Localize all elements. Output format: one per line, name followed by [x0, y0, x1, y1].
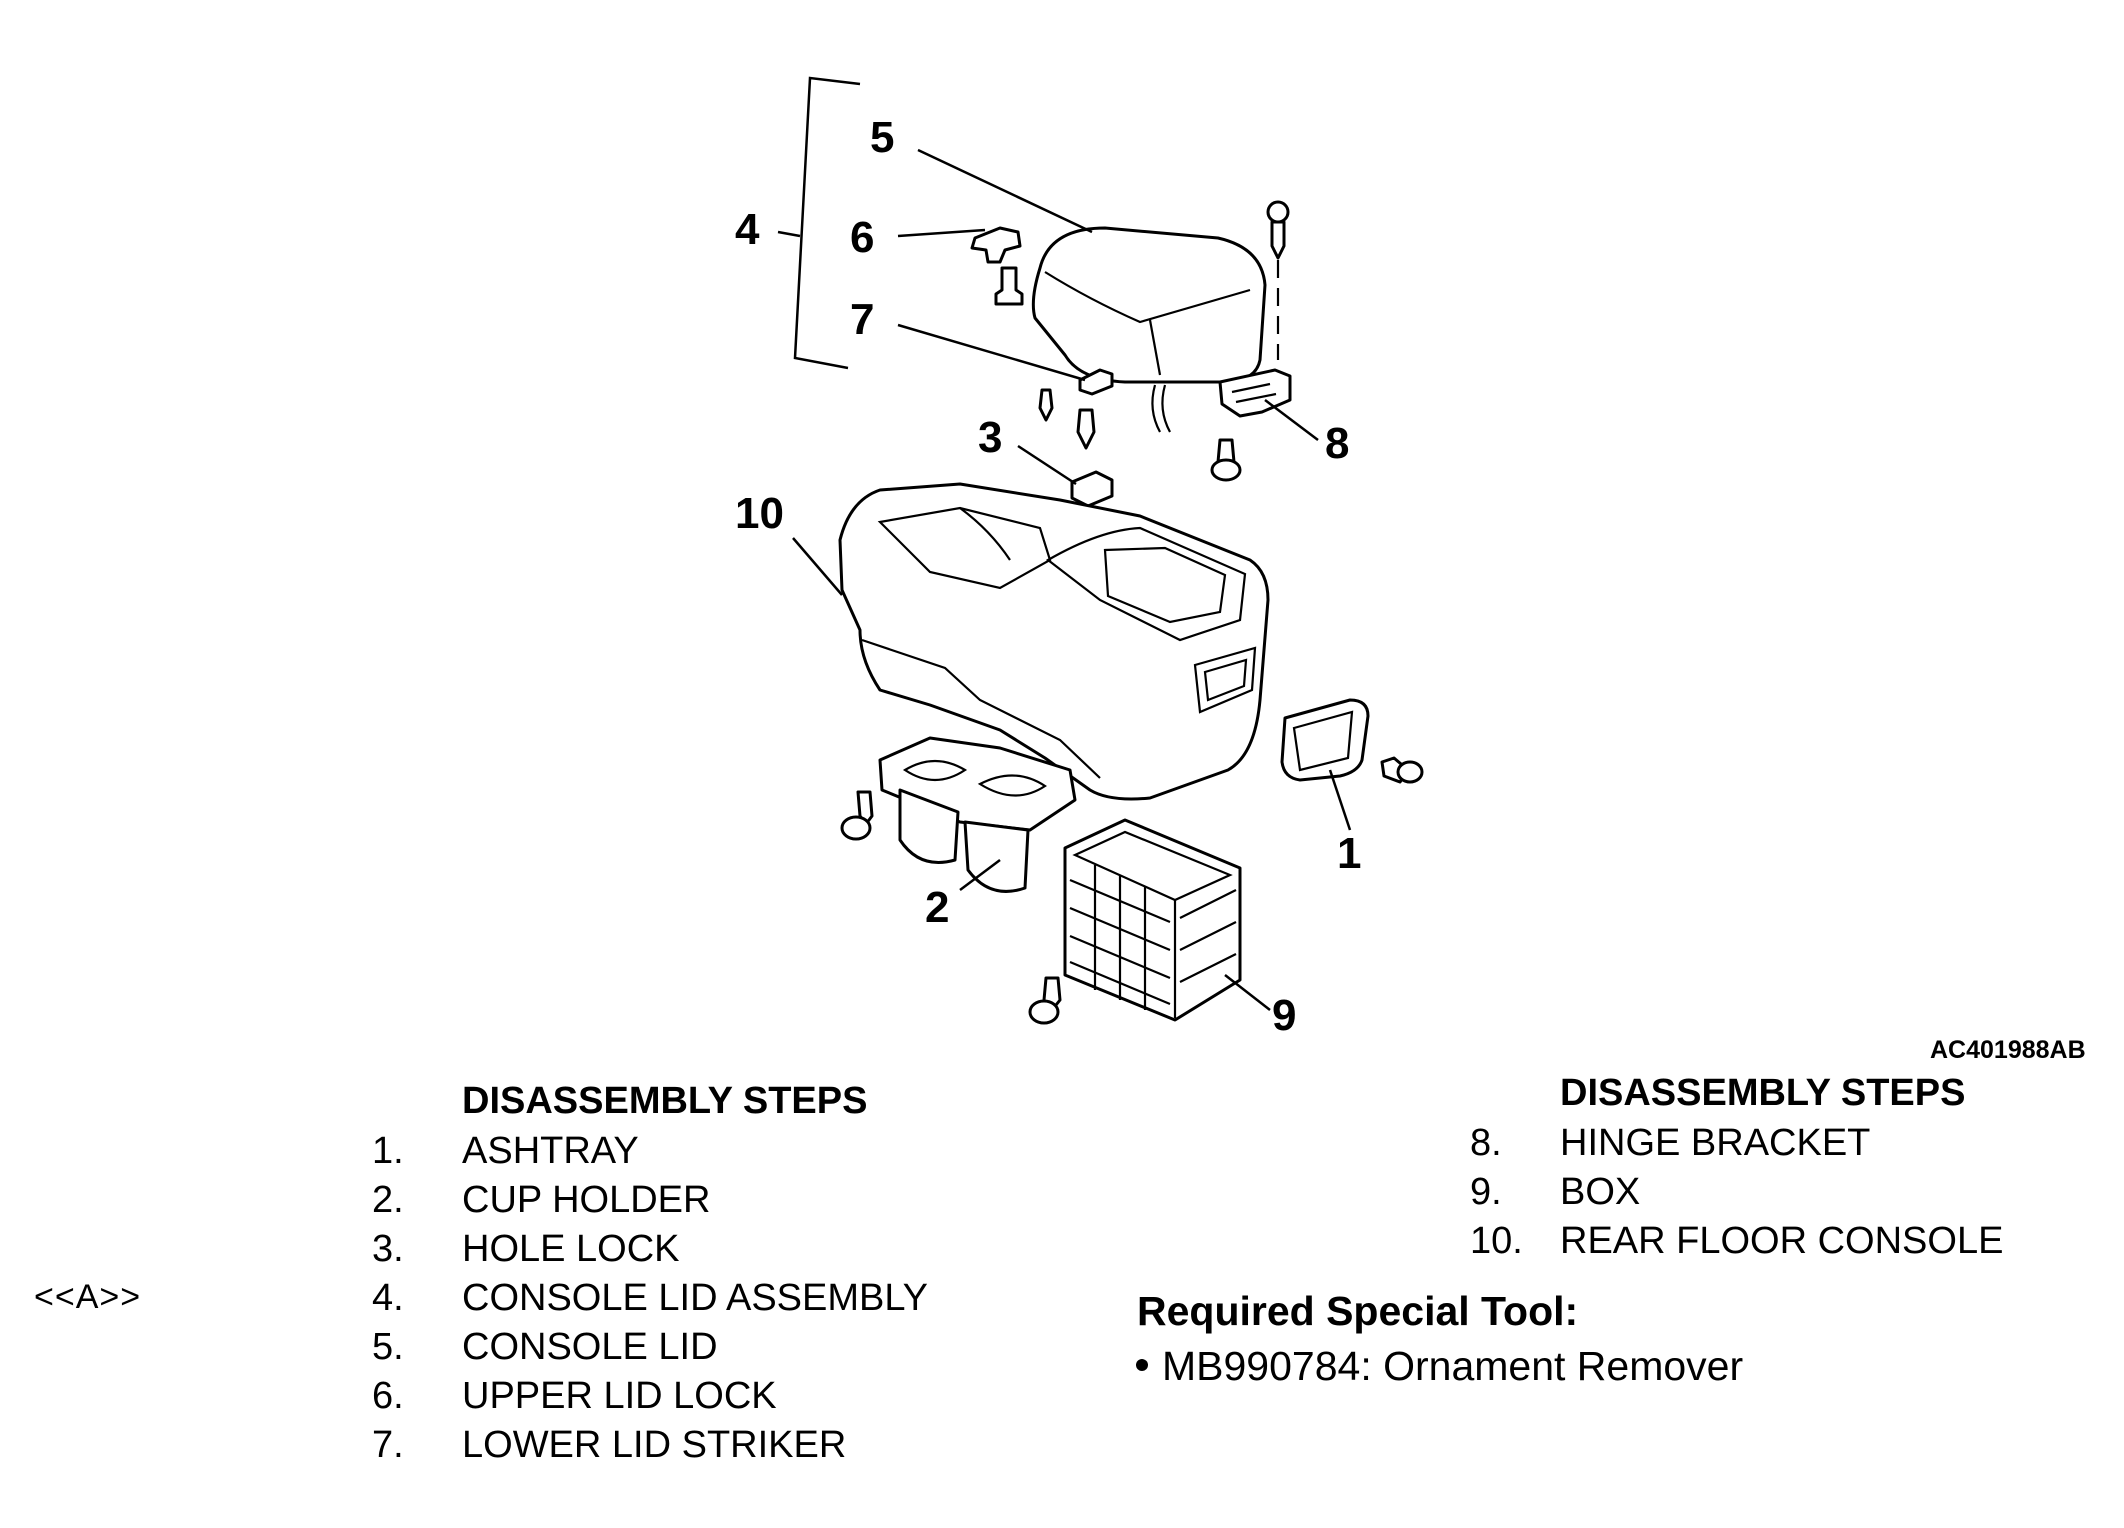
console-lid: [1031, 226, 1267, 433]
callout-8: 8: [1325, 419, 1349, 468]
exploded-parts-diagram: 1 2 3 4 5 6 7 8 9 10: [735, 76, 1424, 1040]
special-tool-heading: Required Special Tool:: [1137, 1288, 1579, 1334]
steps-right-heading: DISASSEMBLY STEPS: [1560, 1072, 1966, 1114]
callout-3: 3: [978, 413, 1002, 462]
special-tool-item: MB990784: Ornament Remover: [1136, 1343, 1743, 1390]
callout-2: 2: [925, 883, 949, 932]
bullet-icon: [1136, 1359, 1148, 1371]
callout-6: 6: [850, 213, 874, 262]
cup-holder: [840, 736, 1077, 893]
callout-1: 1: [1337, 829, 1361, 878]
callout-10: 10: [735, 489, 784, 538]
lower-lid-striker: [1038, 368, 1114, 450]
callout-9: 9: [1272, 991, 1296, 1040]
callout-4: 4: [735, 205, 760, 254]
hole-lock: [1070, 470, 1114, 508]
hinge-bracket: [1210, 200, 1292, 482]
ashtray: [1280, 698, 1424, 784]
assembly-bracket: [793, 76, 861, 370]
steps-left-heading: DISASSEMBLY STEPS: [462, 1080, 868, 1122]
upper-lid-lock: [970, 226, 1024, 306]
side-marker: <<A>>: [34, 1278, 142, 1316]
box: [1028, 818, 1242, 1025]
rear-floor-console: [838, 482, 1270, 801]
diagram-code: AC401988AB: [1930, 1036, 2086, 1064]
callout-5: 5: [870, 113, 894, 162]
callout-7: 7: [850, 295, 874, 344]
